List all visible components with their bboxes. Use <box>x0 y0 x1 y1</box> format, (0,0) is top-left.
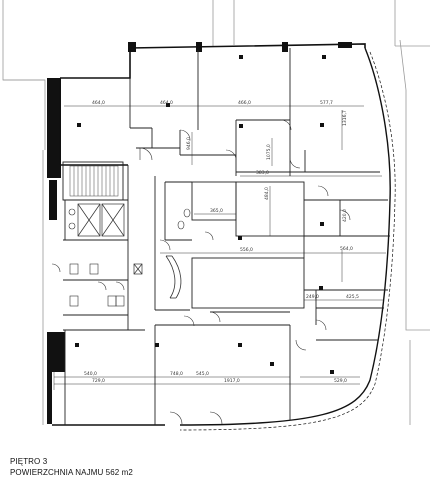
door-swings <box>51 119 351 425</box>
dimension-label: 484,0 <box>264 187 270 200</box>
dimension-label: 1316,7 <box>342 110 348 126</box>
dimension-label: 425,5 <box>346 294 359 300</box>
dimension-lines <box>53 105 386 390</box>
curved-facade <box>179 47 396 431</box>
dimension-label: 420,0 <box>342 209 348 222</box>
dimension-label: 464,0 <box>92 100 105 106</box>
dimension-label: 540,0 <box>84 371 97 377</box>
dimension-label: 464,0 <box>160 100 173 106</box>
dimension-label: 748,0 <box>170 371 183 377</box>
elevators <box>77 203 143 275</box>
dimension-label: 1075,0 <box>266 144 272 160</box>
dimension-label: 729,0 <box>92 378 105 384</box>
interior-walls <box>62 48 390 425</box>
dimension-label: 564,0 <box>340 246 353 252</box>
dimension-label: 249,0 <box>306 294 319 300</box>
dimension-label: 529,0 <box>334 378 347 384</box>
reception-desk <box>165 255 182 299</box>
rental-area-label: POWIERZCHNIA NAJMU 562 m2 <box>10 468 133 477</box>
exterior-walls <box>52 43 366 426</box>
staircase <box>69 165 119 197</box>
dimension-label: 383,0 <box>256 170 269 176</box>
floor-label: PIĘTRO 3 <box>10 457 48 466</box>
dimension-label: 365,0 <box>210 208 223 214</box>
columns <box>75 55 334 374</box>
dimension-label: 577,7 <box>320 100 333 106</box>
sanitary-fixtures <box>68 208 191 307</box>
dimension-label: 946,0 <box>186 137 192 150</box>
dimension-labels: 464,0 464,0 466,0 577,7 1316,7 946,0 107… <box>84 100 359 384</box>
dimension-label: 1917,0 <box>224 378 240 384</box>
dimension-label: 545,0 <box>196 371 209 377</box>
dimension-label: 556,0 <box>240 247 253 253</box>
dimension-label: 466,0 <box>238 100 251 106</box>
site-outline <box>2 0 430 425</box>
structural-walls <box>47 42 352 424</box>
